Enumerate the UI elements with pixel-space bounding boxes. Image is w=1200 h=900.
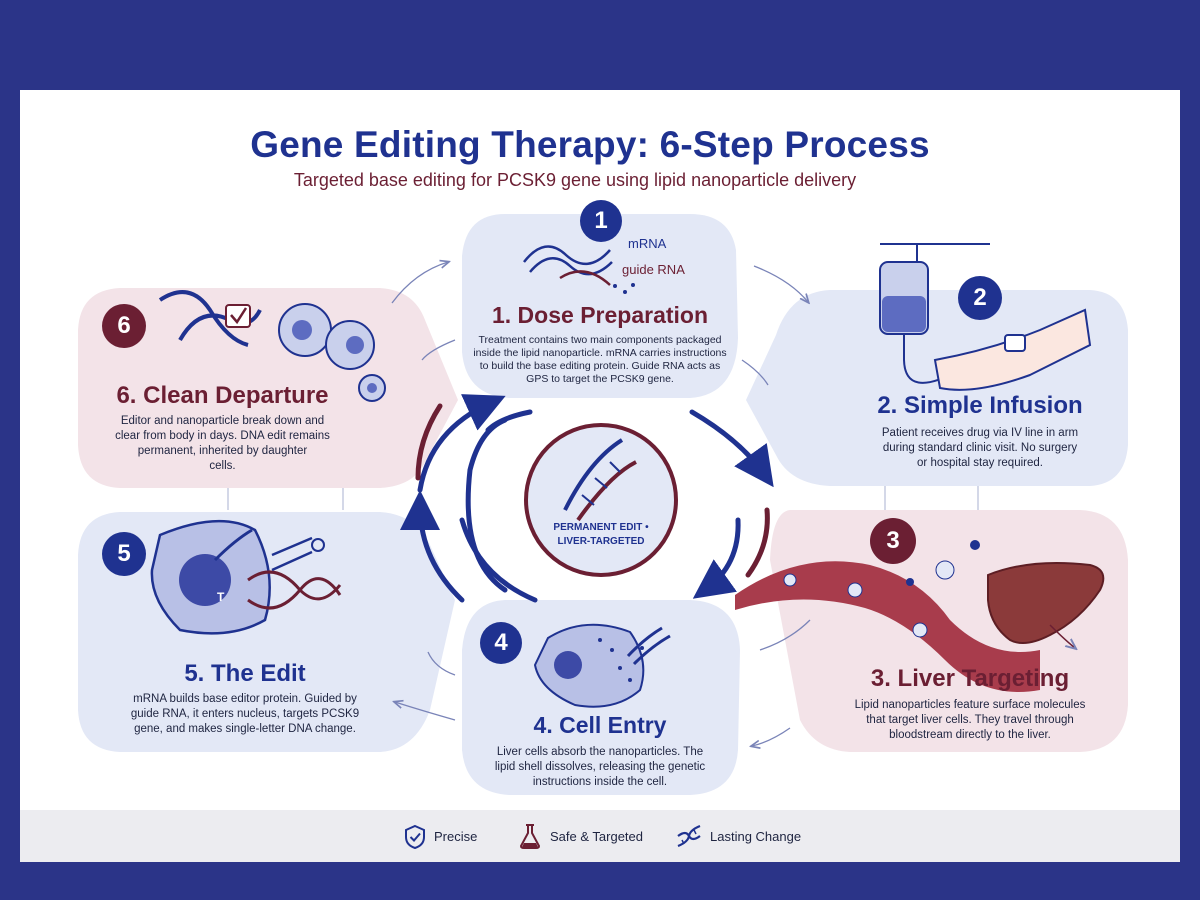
- step-4-description: Liver cells absorb the nanoparticles. Th…: [494, 746, 706, 788]
- iv-bag-icon: [879, 243, 1092, 391]
- nucleus-edit-icon: [150, 519, 342, 635]
- step-3-title: 3. Liver Targeting: [870, 665, 1070, 692]
- center-badge: [524, 423, 678, 577]
- step-2-description: Patient receives drug via IV line in arm…: [881, 427, 1079, 469]
- step-6-badge: 6: [102, 304, 146, 348]
- step-1-title: 1. Dose Preparation: [491, 302, 709, 328]
- footer-label-safe: Safe & Targeted: [550, 829, 643, 844]
- step-4-badge: 4: [480, 622, 522, 664]
- page-subtitle: Targeted base editing for PCSK9 gene usi…: [293, 170, 857, 190]
- guide-rna-label: guide RNA: [622, 262, 685, 277]
- panel-step-1: [462, 214, 738, 398]
- blood-vessel-icon: [735, 540, 1040, 692]
- outer-flow-arrows: [391, 262, 811, 746]
- step-3-badge: 3: [870, 518, 916, 564]
- step-2-badge: 2: [958, 276, 1002, 320]
- rna-strands-icon: [523, 245, 635, 294]
- step-2-title: 2. Simple Infusion: [877, 392, 1083, 419]
- footer-label-precise: Precise: [434, 829, 478, 844]
- step-5-title: 5. The Edit: [184, 660, 306, 687]
- clean-departure-icon: [158, 290, 386, 402]
- step-1-badge: 1: [580, 200, 622, 242]
- step-6-title: 6. Clean Departure: [116, 382, 329, 409]
- dna-icon: [677, 824, 701, 848]
- edited-base-label: T: [217, 590, 225, 604]
- central-cycle-arrows: [400, 394, 774, 603]
- footer-label-lasting: Lasting Change: [710, 829, 802, 844]
- liver-cell-icon: [533, 623, 671, 708]
- flask-icon: [519, 824, 541, 849]
- shield-check-icon: [405, 824, 425, 850]
- page-title: Gene Editing Therapy: 6-Step Process: [250, 124, 930, 165]
- step-3-description: Lipid nanoparticles feature surface mole…: [854, 699, 1086, 741]
- step-5-badge: 5: [102, 532, 146, 576]
- footer-bar: [20, 810, 1180, 862]
- step-1-description: Treatment contains two main components p…: [473, 334, 727, 385]
- center-label: PERMANENT EDIT •LIVER-TARGETED: [553, 522, 649, 547]
- center-dna-icon: [563, 438, 637, 522]
- liver-icon: [987, 561, 1105, 648]
- step-5-description: mRNA builds base editor protein. Guided …: [130, 693, 360, 735]
- mrna-label: mRNA: [628, 236, 667, 251]
- step-4-title: 4. Cell Entry: [533, 712, 667, 738]
